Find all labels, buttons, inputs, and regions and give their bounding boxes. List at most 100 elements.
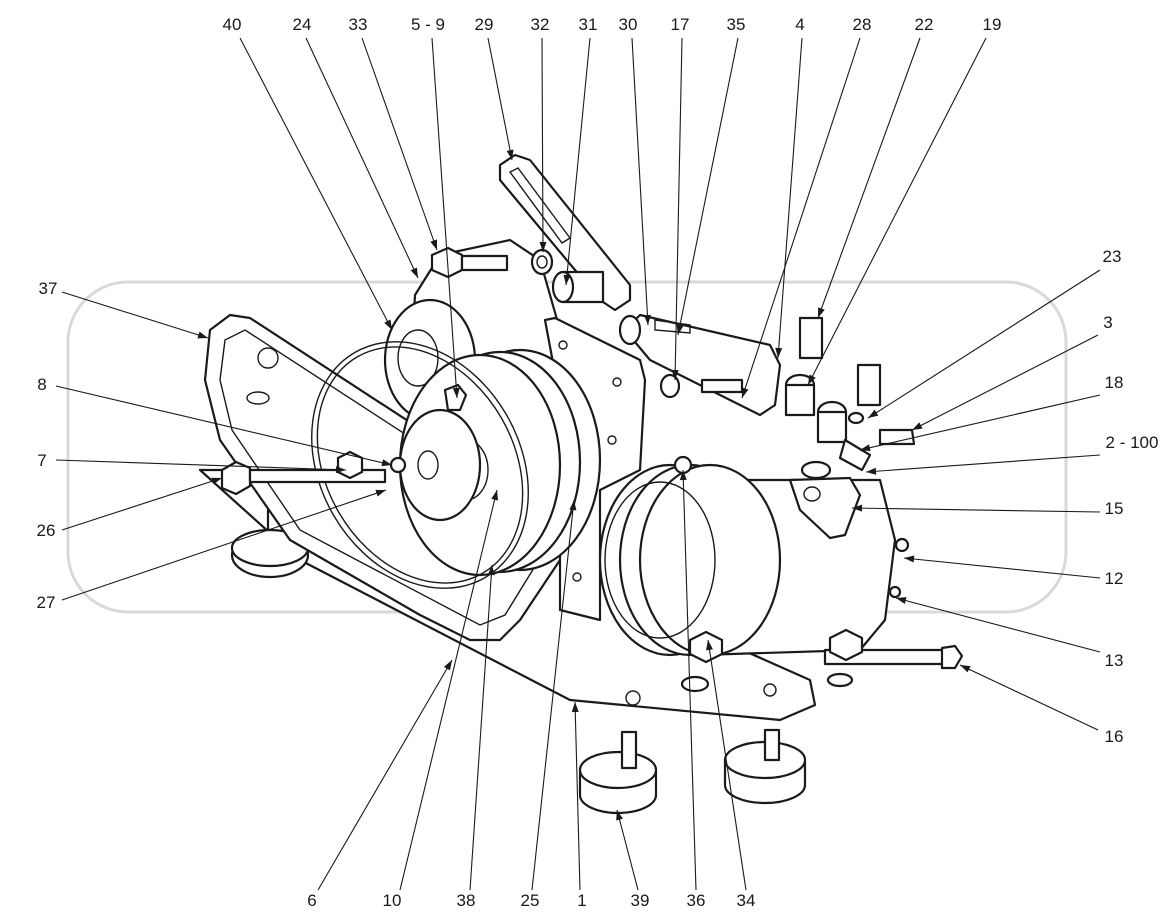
leader-line-6 bbox=[317, 659, 453, 891]
callout-label-22: 22 bbox=[915, 15, 934, 34]
leader-line-40 bbox=[239, 37, 393, 331]
leader-line-8 bbox=[55, 385, 393, 466]
fastener-13 bbox=[888, 585, 902, 599]
nut-34 bbox=[680, 630, 724, 693]
callout-label-37: 37 bbox=[39, 279, 58, 298]
leader-arrowhead-40 bbox=[384, 319, 392, 330]
leader-arrowhead-37 bbox=[197, 331, 208, 339]
callout-label-27: 27 bbox=[37, 593, 56, 612]
callout-label-29: 29 bbox=[475, 15, 494, 34]
leader-arrowhead-24 bbox=[410, 267, 418, 278]
leader-arrowhead-4 bbox=[775, 347, 783, 358]
leader-arrowhead-18 bbox=[860, 444, 871, 452]
callout-label-38: 38 bbox=[457, 891, 476, 910]
leader-line-16 bbox=[959, 664, 1099, 731]
leader-arrowhead-38 bbox=[487, 565, 495, 576]
fitting-assembly bbox=[784, 316, 916, 480]
leader-line-10 bbox=[399, 489, 498, 891]
leader-line-32 bbox=[541, 37, 544, 253]
leader-line-5-9 bbox=[431, 37, 458, 399]
leader-line-37 bbox=[61, 291, 209, 339]
callout-label-30: 30 bbox=[619, 15, 638, 34]
callout-label-7: 7 bbox=[37, 451, 46, 470]
leader-arrowhead-29 bbox=[506, 149, 514, 160]
leader-arrowhead-6 bbox=[443, 660, 452, 671]
callout-label-25: 25 bbox=[521, 891, 540, 910]
callout-label-33: 33 bbox=[349, 15, 368, 34]
leader-arrowhead-34 bbox=[706, 640, 713, 651]
leader-arrowhead-19 bbox=[808, 374, 816, 385]
callout-label-35: 35 bbox=[727, 15, 746, 34]
nut-8 bbox=[389, 456, 407, 474]
leader-line-1 bbox=[574, 701, 581, 891]
callout-label-40: 40 bbox=[223, 15, 242, 34]
leader-arrowhead-12 bbox=[904, 555, 915, 563]
callout-label-8: 8 bbox=[37, 375, 46, 394]
compressor-body bbox=[598, 463, 897, 657]
leader-arrowhead-3 bbox=[912, 422, 923, 430]
leader-line-7 bbox=[55, 459, 347, 471]
callout-label-23: 23 bbox=[1103, 247, 1122, 266]
callout-label-12: 12 bbox=[1105, 569, 1124, 588]
rubber-foot-front bbox=[578, 730, 658, 815]
leader-line-18 bbox=[859, 394, 1101, 451]
leader-arrowhead-23 bbox=[868, 409, 879, 418]
leader-line-2-100 bbox=[865, 454, 1101, 473]
bolt-33 bbox=[430, 246, 509, 279]
leader-arrowhead-31 bbox=[563, 274, 571, 285]
leader-arrowhead-15 bbox=[852, 504, 863, 512]
leader-arrowhead-13 bbox=[896, 597, 907, 604]
leader-line-39 bbox=[616, 809, 639, 891]
callout-label-2-100: 2 - 100 bbox=[1106, 433, 1159, 452]
callout-label-13: 13 bbox=[1105, 651, 1124, 670]
bolt-16 bbox=[823, 628, 964, 688]
leader-line-36 bbox=[682, 469, 697, 891]
leader-arrowhead-35 bbox=[676, 324, 684, 335]
leader-arrowhead-1 bbox=[571, 702, 579, 713]
leader-arrowhead-2-100 bbox=[866, 467, 877, 475]
callout-label-10: 10 bbox=[383, 891, 402, 910]
leader-line-22 bbox=[817, 37, 921, 319]
leader-arrowhead-10 bbox=[491, 490, 499, 501]
leader-line-13 bbox=[895, 597, 1101, 653]
leader-line-15 bbox=[851, 507, 1101, 513]
leader-line-30 bbox=[631, 37, 649, 326]
callout-label-19: 19 bbox=[983, 15, 1002, 34]
spacer-32 bbox=[530, 248, 554, 276]
leader-line-27 bbox=[61, 489, 387, 601]
leader-arrowhead-25 bbox=[569, 500, 577, 511]
callout-label-36: 36 bbox=[687, 891, 706, 910]
bolt-17 bbox=[659, 373, 744, 399]
leader-line-26 bbox=[61, 477, 223, 531]
callout-label-39: 39 bbox=[631, 891, 650, 910]
callout-label-28: 28 bbox=[853, 15, 872, 34]
callout-label-3: 3 bbox=[1103, 313, 1112, 332]
leader-line-29 bbox=[487, 37, 513, 161]
callout-label-24: 24 bbox=[293, 15, 312, 34]
leader-arrowhead-33 bbox=[430, 239, 437, 250]
rubber-foot-right bbox=[723, 728, 807, 805]
leader-line-34 bbox=[707, 639, 747, 891]
callout-label-34: 34 bbox=[737, 891, 756, 910]
leader-arrowhead-17 bbox=[671, 369, 679, 380]
leader-arrowhead-30 bbox=[643, 314, 651, 325]
leader-arrowhead-7 bbox=[335, 466, 346, 474]
callout-label-32: 32 bbox=[531, 15, 550, 34]
callout-label-18: 18 bbox=[1105, 373, 1124, 392]
leader-lines bbox=[55, 37, 1101, 891]
callout-label-31: 31 bbox=[579, 15, 598, 34]
leader-arrowhead-39 bbox=[616, 810, 623, 821]
leader-line-35 bbox=[677, 37, 739, 336]
leader-arrowhead-32 bbox=[539, 241, 547, 252]
leader-line-4 bbox=[777, 37, 803, 359]
bolt-26 bbox=[220, 450, 387, 496]
callout-label-17: 17 bbox=[671, 15, 690, 34]
leader-line-31 bbox=[565, 37, 591, 286]
callout-label-15: 15 bbox=[1105, 499, 1124, 518]
callout-label-5-9: 5 - 9 bbox=[411, 15, 445, 34]
leader-line-25 bbox=[531, 499, 575, 891]
leader-arrowhead-27 bbox=[375, 489, 386, 497]
leader-line-17 bbox=[674, 37, 683, 381]
